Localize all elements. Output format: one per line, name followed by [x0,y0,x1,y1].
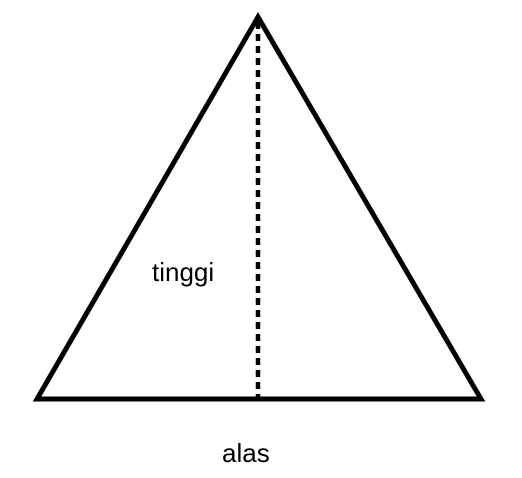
triangle-outline [32,12,486,402]
height-label: tinggi [152,257,215,287]
base-label: alas [222,438,270,468]
